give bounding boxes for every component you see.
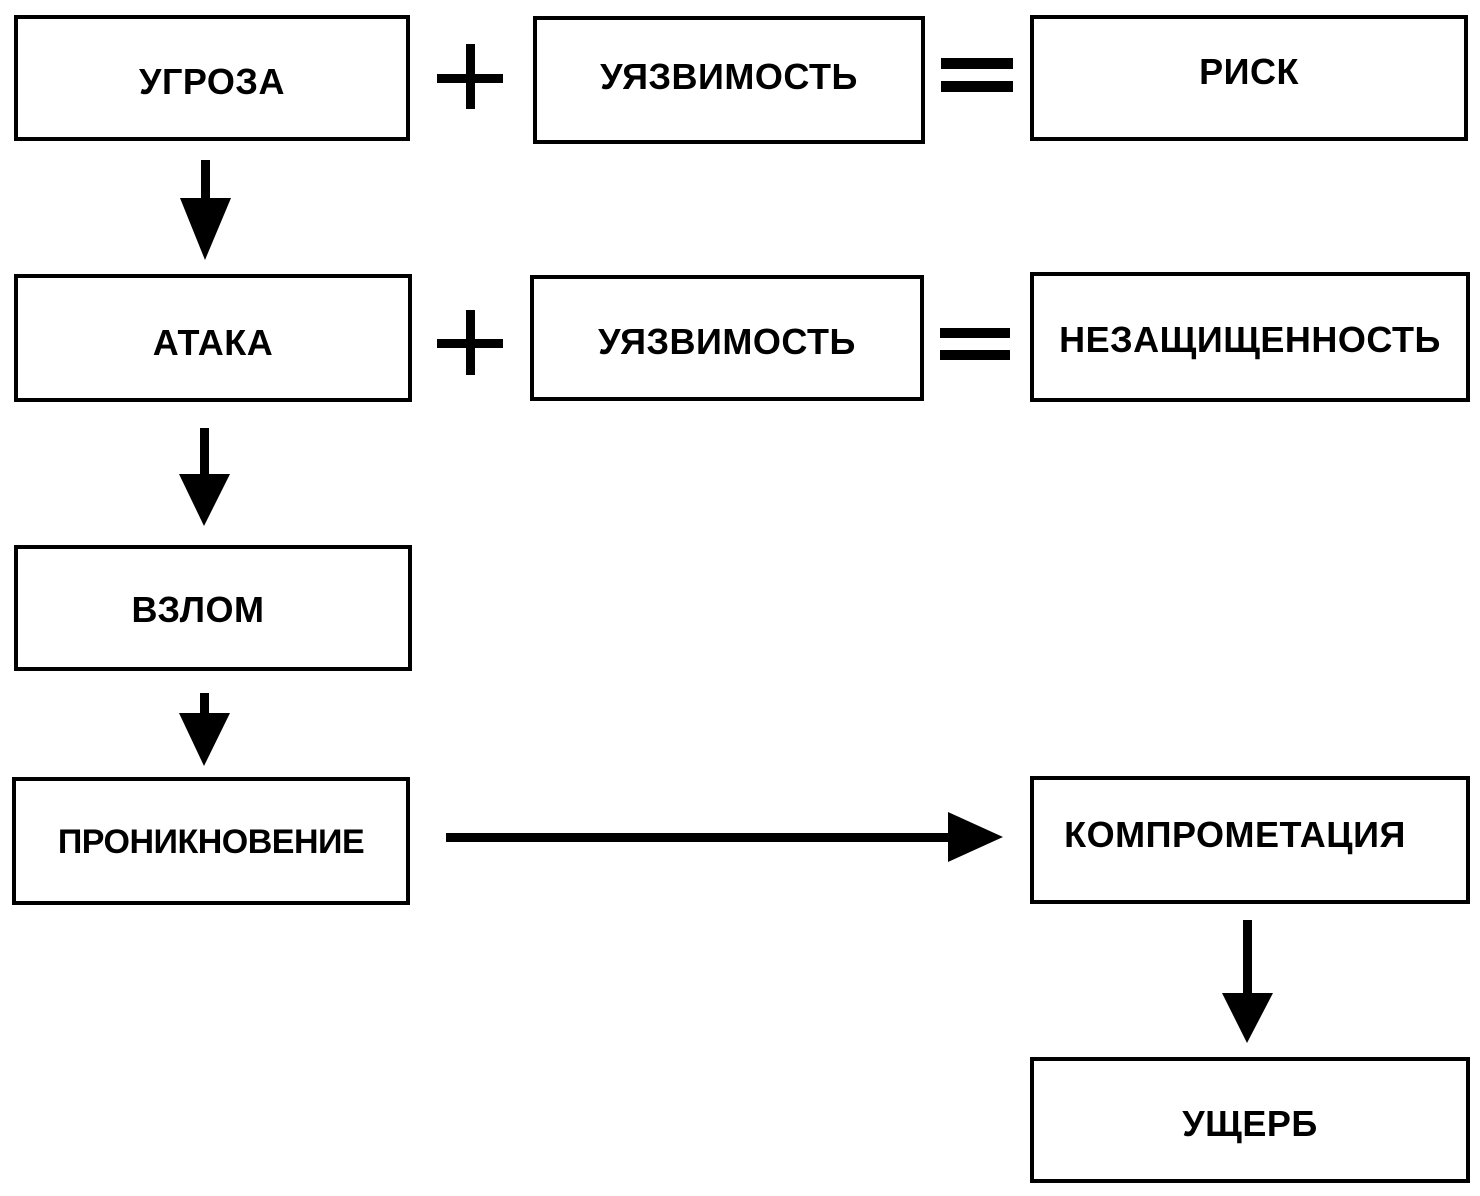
node-damage-label: УЩЕРБ: [1182, 1103, 1318, 1144]
node-penetration-label: ПРОНИКНОВЕНИЕ: [57, 822, 365, 861]
node-risk-label: РИСК: [1199, 51, 1299, 92]
node-vulnerability-1: УЯЗВИМОСТЬ: [533, 16, 925, 144]
node-compromise-label: КОМПРОМЕТАЦИЯ: [1064, 814, 1406, 855]
arrow-attack-to-breach: [179, 428, 230, 526]
node-insecurity-label: НЕЗАЩИЩЕННОСТЬ: [1059, 319, 1441, 360]
arrow-threat-to-attack: [180, 160, 231, 260]
node-insecurity: НЕЗАЩИЩЕННОСТЬ: [1030, 272, 1470, 402]
node-risk: РИСК: [1030, 15, 1468, 141]
node-attack: АТАКА: [14, 274, 412, 402]
node-vulnerability-2-label: УЯЗВИМОСТЬ: [598, 321, 856, 362]
plus-operator-2: [437, 310, 503, 375]
arrow-penetration-to-compromise: [446, 812, 1003, 862]
node-damage: УЩЕРБ: [1030, 1057, 1470, 1183]
equals-operator-1: [941, 58, 1013, 92]
plus-operator-1: [437, 44, 503, 109]
node-breach: ВЗЛОМ: [14, 545, 412, 671]
arrow-compromise-to-damage: [1222, 920, 1273, 1043]
node-breach-label: ВЗЛОМ: [131, 589, 265, 630]
node-attack-label: АТАКА: [152, 322, 274, 363]
node-threat-label: УГРОЗА: [139, 61, 285, 102]
arrow-breach-to-penetration: [179, 693, 230, 766]
node-penetration: ПРОНИКНОВЕНИЕ: [12, 777, 410, 905]
node-compromise: КОМПРОМЕТАЦИЯ: [1030, 776, 1470, 904]
node-threat: УГРОЗА: [14, 15, 410, 141]
node-vulnerability-1-label: УЯЗВИМОСТЬ: [600, 56, 858, 97]
node-vulnerability-2: УЯЗВИМОСТЬ: [530, 275, 924, 401]
equals-operator-2: [940, 328, 1010, 360]
